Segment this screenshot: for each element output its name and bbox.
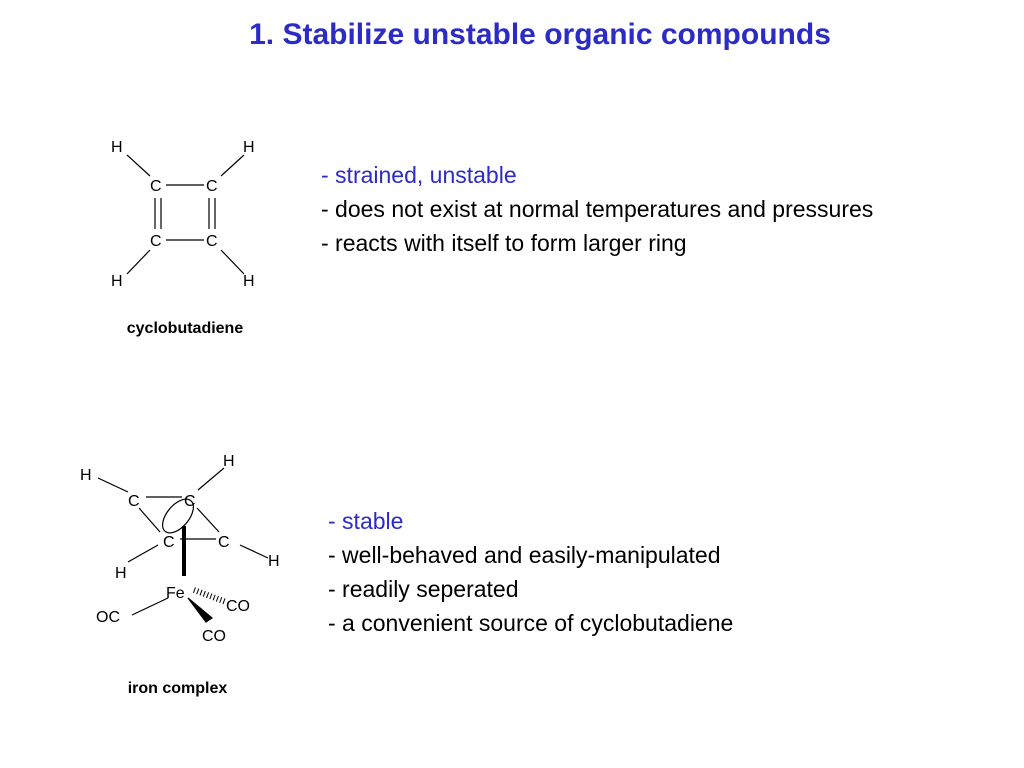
cyclobutadiene-caption: cyclobutadiene [126,320,244,337]
atom-h: H [268,553,280,570]
iron-complex-caption: iron complex [127,680,228,697]
atom-h: H [223,453,235,470]
atom-c: C [150,178,162,195]
bullet-item: - stable [328,508,404,534]
ligand-co: CO [226,598,250,615]
atom-c: C [163,534,175,551]
atom-h: H [111,273,123,290]
bullet-item: - readily seperated [328,576,519,602]
bullet-item: - a convenient source of cyclobutadiene [328,610,734,636]
ligand-oc: OC [96,609,120,626]
atom-c: C [206,178,218,195]
atom-h: H [243,139,255,156]
iron-complex-properties: - stable - well-behaved and easily-manip… [328,504,928,640]
atom-h: H [243,273,255,290]
atom-c: C [128,493,140,510]
atom-h: H [111,139,123,156]
cyclobutadiene-structure: H H H H C C C C [111,139,255,290]
bullet-item: - does not exist at normal temperatures … [321,196,874,222]
atom-c: C [206,233,218,250]
atom-h: H [80,467,92,484]
atom-c: C [184,493,196,510]
slide-title: 1. Stabilize unstable organic compounds [249,18,831,51]
cyclobutadiene-properties: - strained, unstable - does not exist at… [321,158,921,260]
atom-c: C [218,534,230,551]
bullet-item: - reacts with itself to form larger ring [321,230,687,256]
bullet-item: - strained, unstable [321,162,517,188]
ligand-co: CO [202,628,226,645]
atom-c: C [150,233,162,250]
atom-fe: Fe [166,585,185,602]
iron-complex-structure: H H H H C C C C Fe CO OC CO [80,453,280,645]
bullet-item: - well-behaved and easily-manipulated [328,542,721,568]
atom-h: H [115,565,127,582]
